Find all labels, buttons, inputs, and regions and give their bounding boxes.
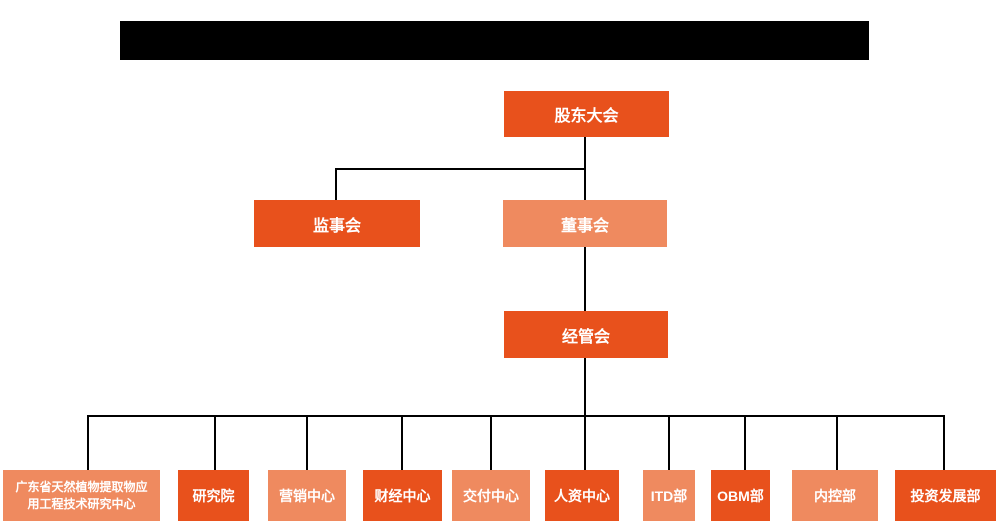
node-label: 研究院 [192, 487, 235, 504]
node-label: 交付中心 [463, 487, 519, 504]
connector-drop-research-center [87, 415, 89, 470]
node-label: 人资中心 [554, 487, 610, 504]
node-dept-marketing-center: 营销中心 [268, 470, 346, 521]
redacted-title-bar [120, 21, 869, 60]
connector-drop-marketing [306, 415, 308, 470]
node-label: 投资发展部 [910, 487, 981, 504]
node-dept-hr-center: 人资中心 [545, 470, 619, 521]
connector-drop-delivery [490, 415, 492, 470]
connector-branch-horizontal [335, 168, 586, 170]
node-shareholders-meeting: 股东大会 [504, 91, 669, 137]
node-label: ITD部 [650, 487, 688, 504]
node-label: 财经中心 [374, 487, 431, 504]
connector-drop-investment [943, 415, 945, 470]
node-label: 股东大会 [554, 108, 619, 125]
node-dept-itd: ITD部 [643, 470, 695, 521]
connector-drop-internal-control [836, 415, 838, 470]
node-label: 董事会 [560, 217, 609, 235]
node-management-committee: 经管会 [504, 311, 668, 358]
node-dept-investment-development: 投资发展部 [895, 470, 996, 521]
node-dept-internal-control: 内控部 [792, 470, 878, 521]
connector-drop-itd [668, 415, 670, 470]
connector-distributor-horizontal [87, 415, 945, 417]
connector-drop-finance [401, 415, 403, 470]
node-label: 经管会 [561, 328, 610, 346]
connector-to-supervisory [335, 168, 337, 200]
connector-drop-obm [744, 415, 746, 470]
node-board-of-directors: 董事会 [503, 200, 667, 247]
node-label: 营销中心 [279, 487, 335, 504]
connector-drop-research-institute [214, 415, 216, 470]
node-dept-research-institute: 研究院 [178, 470, 249, 521]
connector-board-to-management [584, 247, 586, 311]
node-label: 监事会 [312, 217, 361, 235]
node-label: 广东省天然植物提取物应用工程技术研究中心 [15, 480, 148, 511]
node-dept-research-center: 广东省天然植物提取物应用工程技术研究中心 [3, 470, 160, 521]
node-dept-obm: OBM部 [711, 470, 770, 521]
node-label: OBM部 [717, 487, 764, 504]
node-dept-delivery-center: 交付中心 [452, 470, 530, 521]
connector-management-down [584, 358, 586, 470]
node-dept-finance-center: 财经中心 [363, 470, 442, 521]
node-label: 内控部 [814, 487, 856, 504]
node-supervisory-board: 监事会 [254, 200, 420, 247]
